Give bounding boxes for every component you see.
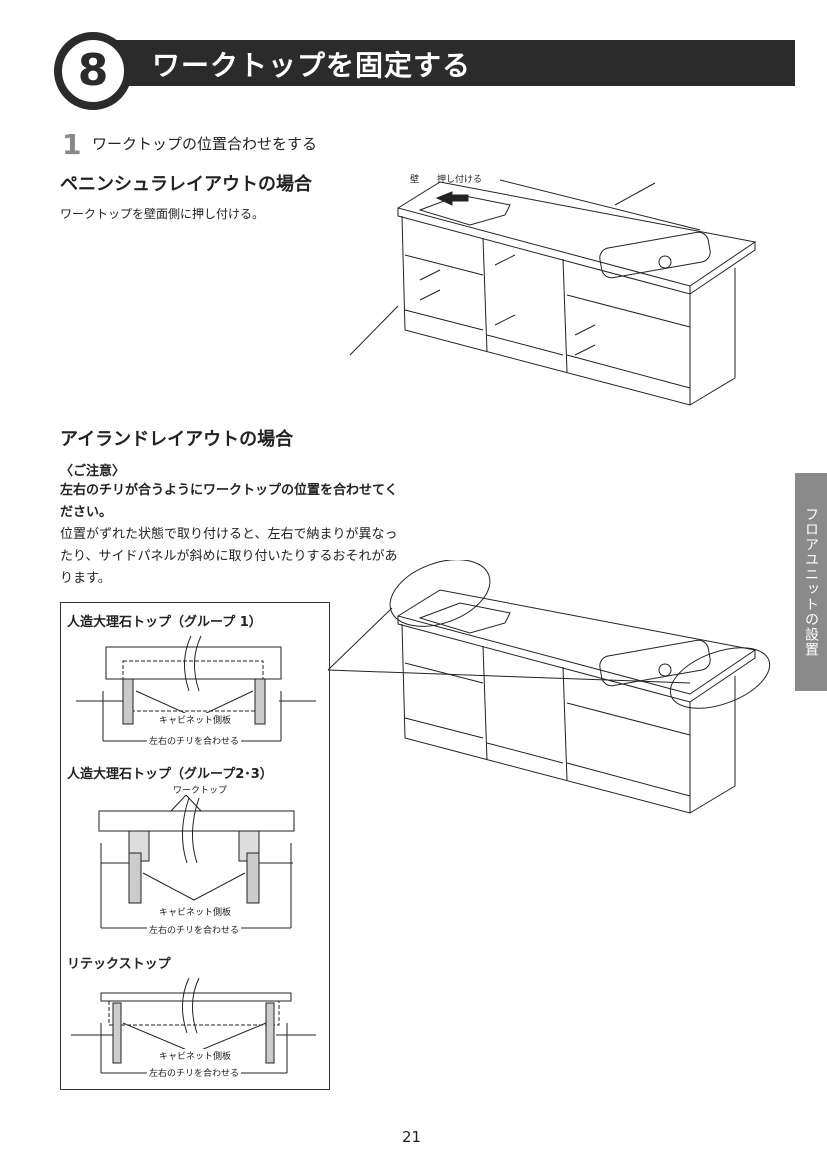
peninsula-cabinet-illustration: 壁 押し付ける	[349, 173, 757, 406]
worktop-label: ワークトップ	[171, 783, 230, 796]
caution-body-text: 位置がずれた状態で取り付けると、左右で納まりが異なったり、サイドパネルが斜めに取…	[60, 527, 398, 586]
detail-box: 人造大理石トップ（グループ 1） キャビネット側板 左右のチリを合わせる 人造大…	[60, 602, 330, 1090]
align-label: 左右のチリを合わせる	[147, 1066, 242, 1079]
detail-diagram-group23	[98, 794, 295, 929]
side-panel-label: キャビネット側板	[157, 1049, 234, 1062]
caution-heading: 〈ご注意〉	[60, 464, 126, 479]
align-label: 左右のチリを合わせる	[147, 923, 242, 936]
side-panel-label: キャビネット側板	[157, 905, 234, 918]
section-number-badge: 8	[54, 32, 132, 110]
step-number: 1	[62, 128, 82, 161]
peninsula-body: ワークトップを壁面側に押し付ける。	[60, 207, 265, 221]
wall-label: 壁	[410, 173, 419, 185]
step-title: ワークトップの位置合わせをする	[92, 135, 318, 153]
island-cabinet-illustration	[327, 560, 771, 814]
detail-title-group1: 人造大理石トップ（グループ 1）	[67, 615, 262, 630]
side-panel-label: キャビネット側板	[157, 713, 234, 726]
page-number: 21	[402, 1128, 422, 1146]
cabinet-drawing	[396, 181, 757, 406]
section-title: ワークトップを固定する	[152, 49, 472, 82]
detail-diagram-group1	[76, 635, 316, 742]
detail-title-retex: リテックストップ	[67, 957, 171, 972]
align-label: 左右のチリを合わせる	[147, 734, 242, 747]
detail-title-group23: 人造大理石トップ（グループ2･3）	[67, 767, 273, 782]
peninsula-heading: ペニンシュラレイアウトの場合	[60, 174, 312, 195]
push-label: 押し付ける	[437, 173, 482, 185]
chapter-side-tab[interactable]: フロアユニットの設置	[795, 473, 827, 691]
caution-bold-text: 左右のチリが合うようにワークトップの位置を合わせてください。	[60, 483, 398, 520]
island-heading: アイランドレイアウトの場合	[60, 429, 294, 450]
header-bar	[95, 40, 795, 86]
